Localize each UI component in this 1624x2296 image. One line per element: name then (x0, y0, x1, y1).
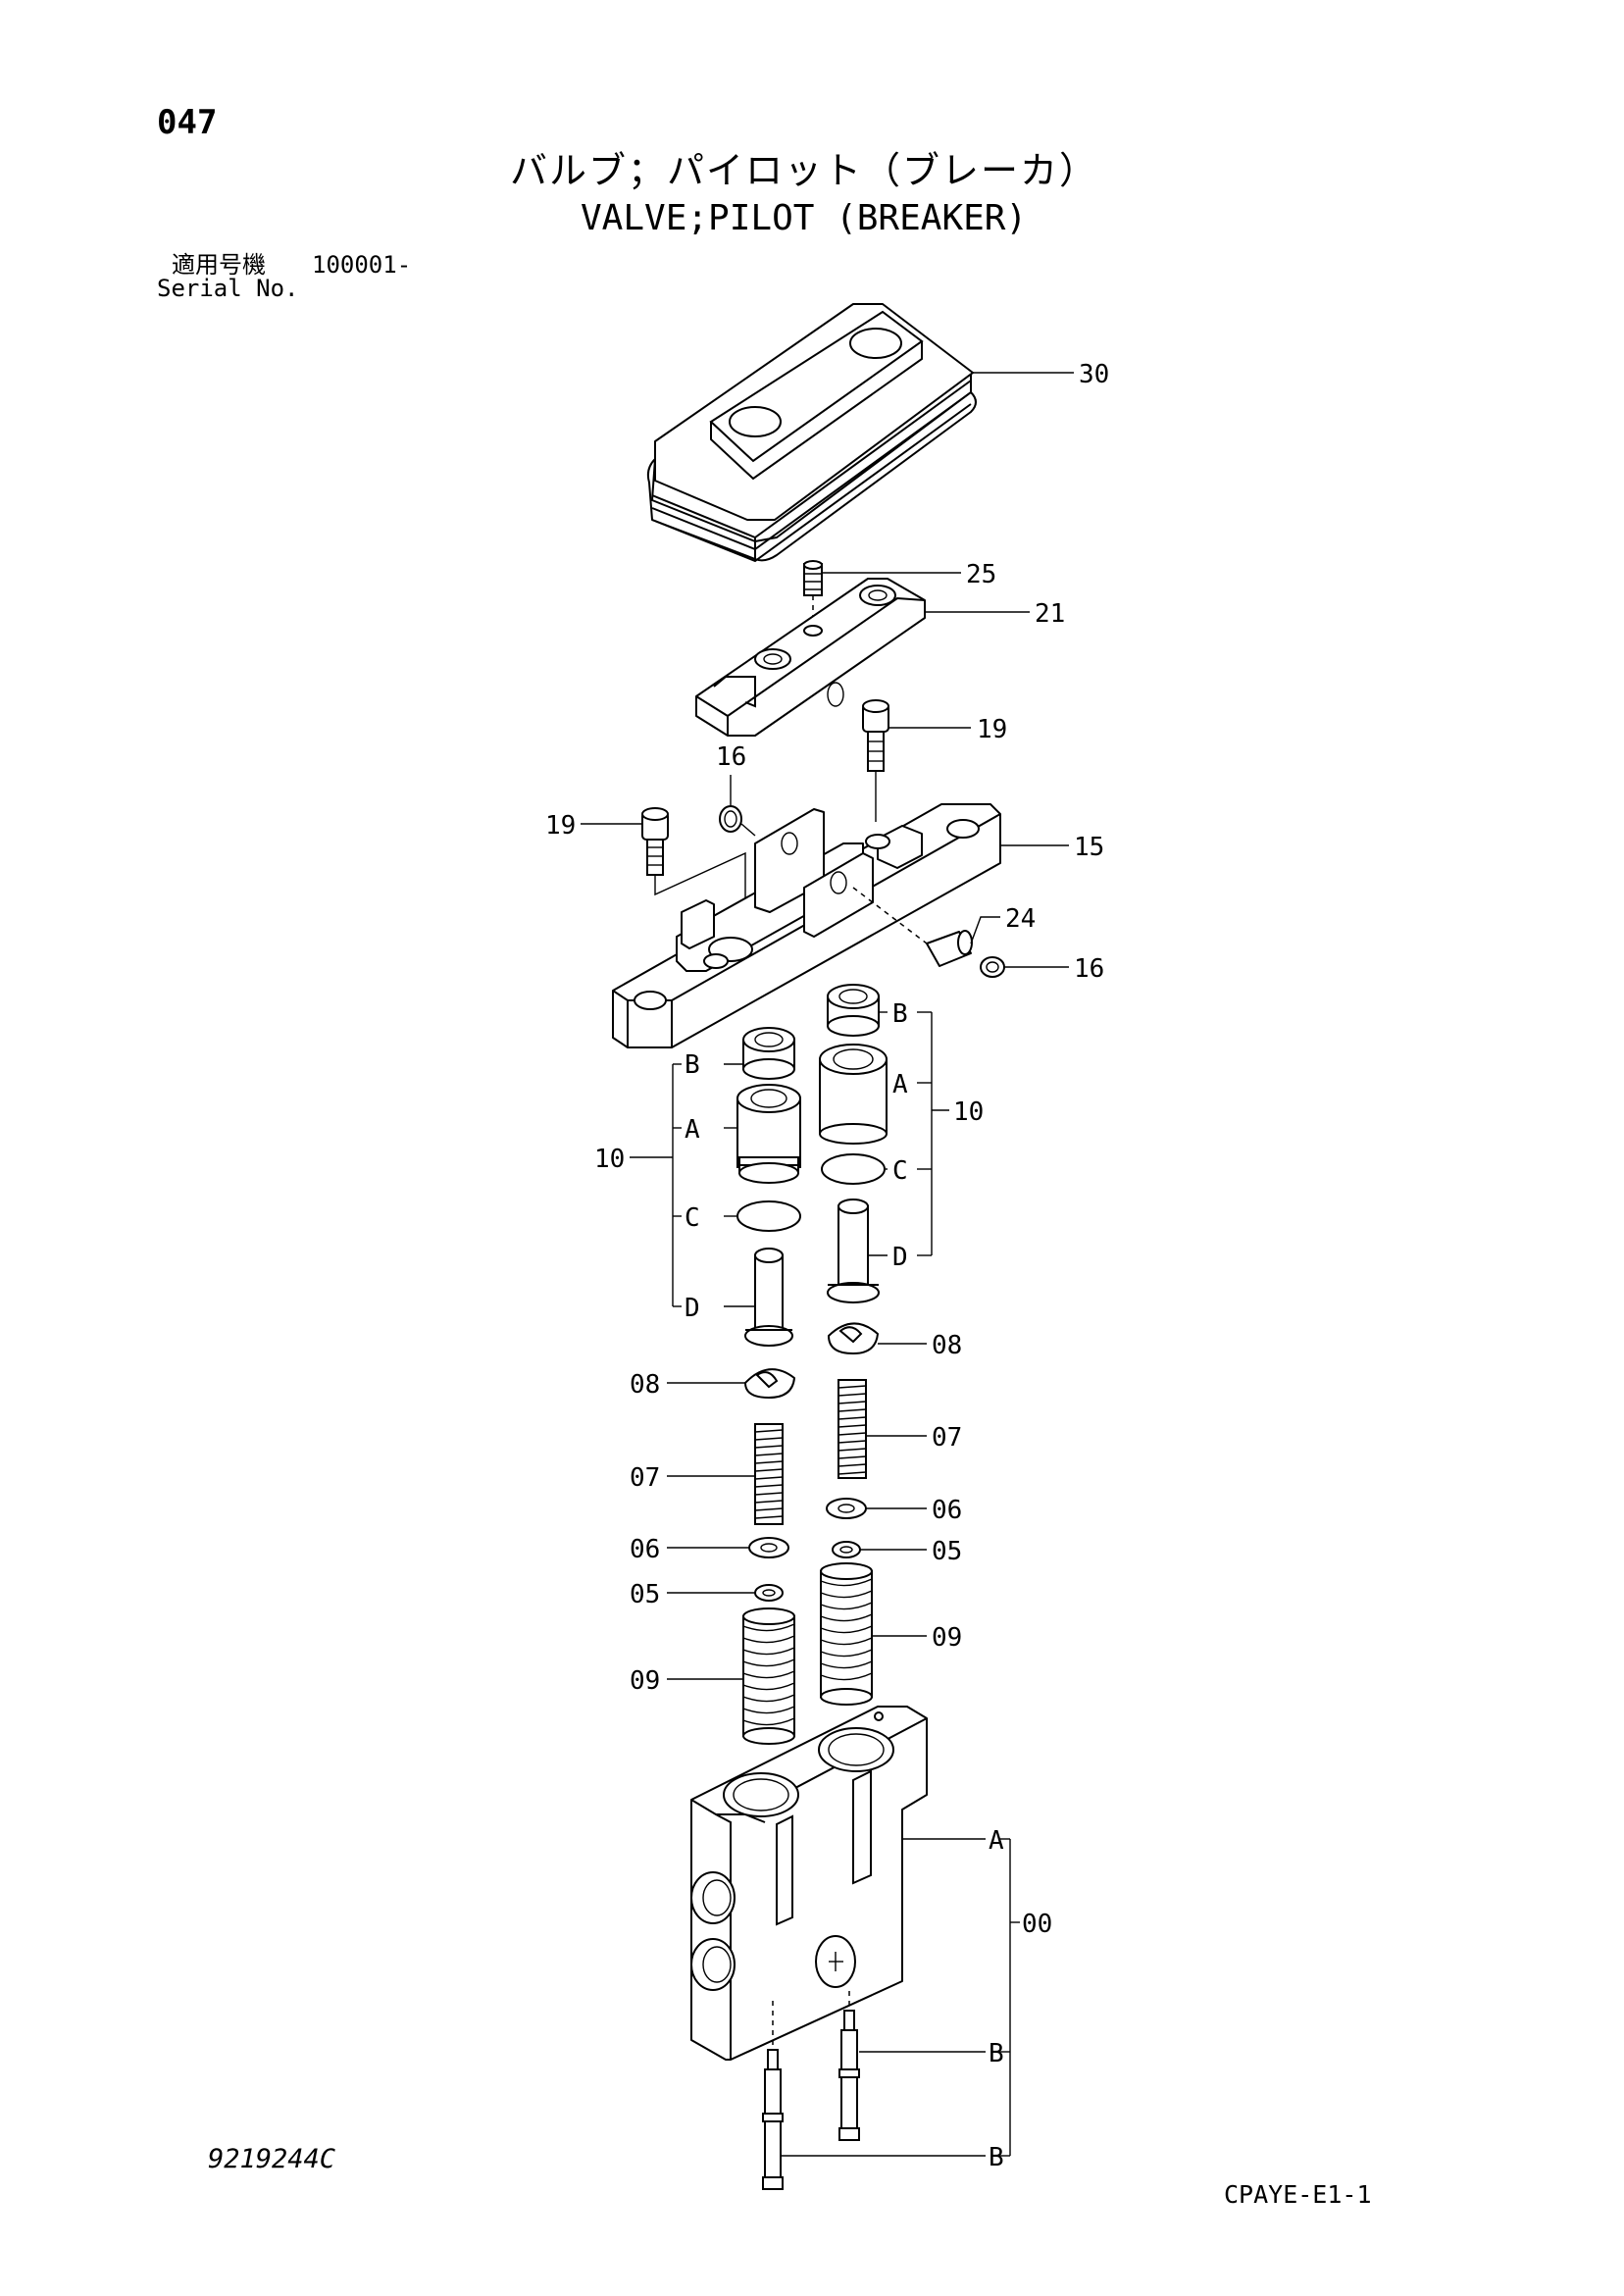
part-19-bolt-left[interactable] (581, 807, 746, 956)
bracket-00 (998, 1838, 1020, 2157)
part-07-spring-left[interactable] (667, 1423, 784, 1525)
bracket-10-left (630, 1063, 755, 1307)
callout-09-left: 09 (630, 1666, 660, 1696)
callout-16-top: 16 (716, 742, 746, 772)
callout-05-left: 05 (630, 1580, 660, 1609)
page-number: 047 (157, 103, 218, 142)
part-b-spool-right[interactable] (838, 1991, 986, 2141)
part-05-washer-left[interactable] (667, 1584, 784, 1602)
callout-d-left: D (685, 1294, 700, 1323)
part-08-seat-right[interactable] (828, 1322, 927, 1354)
part-10-assembly-left[interactable] (736, 1027, 801, 1347)
serial-number: 100001- (312, 251, 412, 279)
callout-10-right: 10 (953, 1097, 984, 1127)
part-21-plate[interactable] (695, 578, 1030, 737)
page-code: CPAYE-E1-1 (1224, 2180, 1372, 2209)
callout-21: 21 (1035, 599, 1065, 629)
callout-10-left: 10 (594, 1145, 625, 1174)
callout-b-left: B (685, 1050, 700, 1080)
callout-07-left: 07 (630, 1463, 660, 1493)
callout-19-right: 19 (977, 715, 1007, 744)
part-16-oring-right[interactable] (980, 956, 1069, 978)
part-16-oring-top[interactable] (719, 775, 756, 837)
callout-08-left: 08 (630, 1370, 660, 1400)
part-06-washer-left[interactable] (667, 1537, 789, 1558)
callout-05-right: 05 (932, 1537, 962, 1566)
bracket-10-right (868, 1011, 949, 1256)
callout-24: 24 (1005, 904, 1036, 934)
callout-a-right: A (892, 1070, 908, 1099)
callout-06-left: 06 (630, 1535, 660, 1564)
callout-c-right: C (892, 1156, 908, 1186)
callout-b-right: B (892, 999, 908, 1029)
drawing-number: 9219244C (208, 2144, 336, 2174)
callout-a-left: A (685, 1115, 700, 1145)
callout-06-right: 06 (932, 1496, 962, 1525)
callout-15: 15 (1074, 833, 1104, 862)
callout-a-body: A (989, 1826, 1004, 1856)
part-24-pin[interactable] (852, 887, 1000, 967)
part-30-boot[interactable] (646, 303, 1074, 563)
page-title-english: VALVE;PILOT (BREAKER) (581, 198, 1028, 238)
callout-08-right: 08 (932, 1331, 962, 1360)
part-09-spring-right[interactable] (820, 1562, 927, 1706)
part-b-spool-left[interactable] (762, 2001, 986, 2190)
part-10-assembly-right[interactable] (819, 984, 888, 1303)
part-07-spring-right[interactable] (837, 1379, 927, 1479)
callout-labels: 30 25 21 19 16 19 15 24 16 10 10 B A C D… (545, 360, 1109, 2172)
part-15-casing[interactable] (612, 803, 1069, 1048)
callout-d-right: D (892, 1243, 908, 1272)
part-09-spring-left[interactable] (667, 1607, 795, 1745)
callout-07-right: 07 (932, 1423, 962, 1453)
part-06-washer-right[interactable] (826, 1498, 927, 1519)
part-19-bolt-right[interactable] (862, 699, 971, 822)
callout-00: 00 (1022, 1910, 1052, 1939)
callout-30: 30 (1079, 360, 1109, 389)
part-25-set-screw[interactable] (803, 560, 961, 628)
serial-label-english: Serial No. (157, 275, 299, 302)
callout-25: 25 (966, 560, 996, 589)
callout-09-right: 09 (932, 1623, 962, 1653)
part-00-valve-body[interactable] (690, 1706, 986, 2061)
callout-16-right: 16 (1074, 954, 1104, 984)
part-08-seat-left[interactable] (667, 1368, 795, 1399)
page-title-japanese: バルブ；パイロット（ブレーカ） (510, 149, 1099, 192)
part-05-washer-right[interactable] (832, 1541, 927, 1558)
callout-c-left: C (685, 1203, 700, 1233)
callout-b-body1: B (989, 2039, 1004, 2068)
callout-b-body2: B (989, 2143, 1004, 2172)
callout-19-left: 19 (545, 811, 576, 841)
serial-label-japanese: 適用号機 (172, 251, 266, 279)
